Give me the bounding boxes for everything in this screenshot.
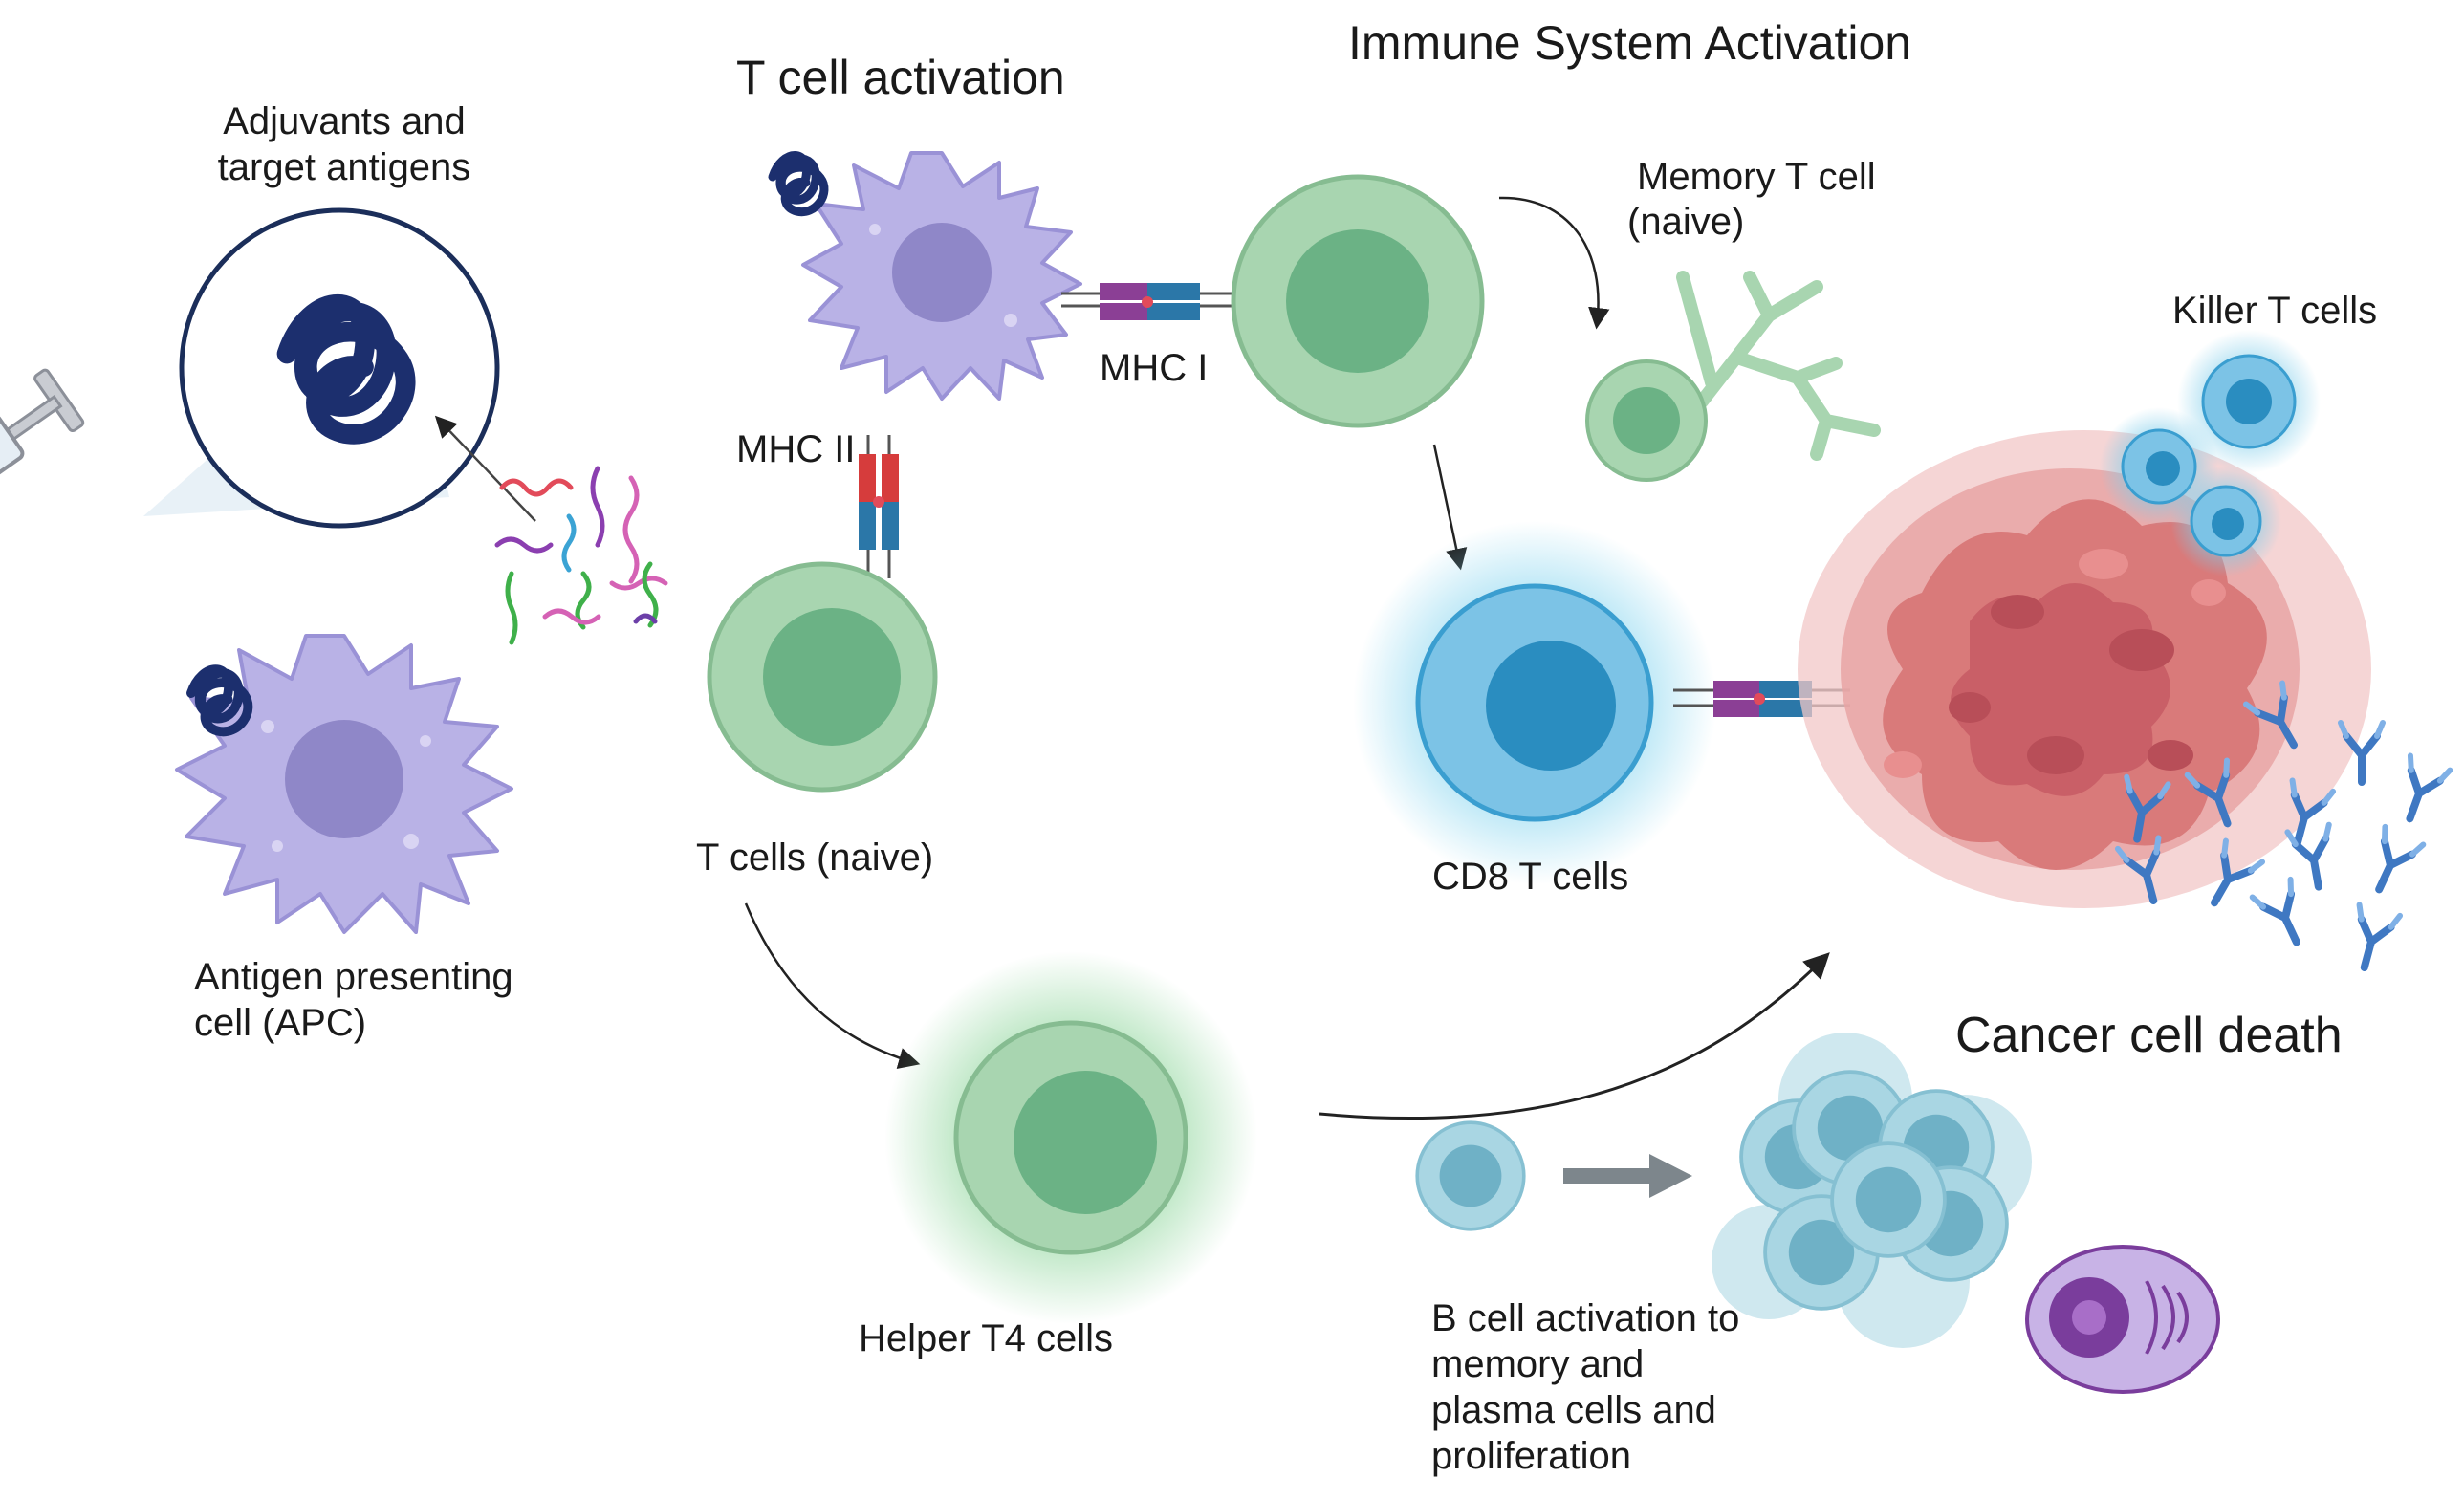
title-immune-system-activation: Immune System Activation xyxy=(1348,16,1911,70)
tumor-icon xyxy=(1798,430,2371,908)
label-b-cell-line2: memory and xyxy=(1431,1343,1644,1385)
antigen-coil-icon xyxy=(191,669,248,731)
antigen-magnified-circle xyxy=(179,207,500,529)
plasma-cell xyxy=(2025,1245,2220,1394)
label-memory-t-line1: Memory T cell xyxy=(1637,156,1876,198)
label-b-cell-line1: B cell activation to xyxy=(1431,1297,1739,1339)
receptor-icon xyxy=(1061,283,1243,320)
label-killer-t: Killer T cells xyxy=(2172,290,2377,332)
t-cell-top xyxy=(1231,174,1485,428)
arrow-b-cell-proliferation xyxy=(1563,1154,1692,1198)
label-adjuvants-line2: target antigens xyxy=(218,146,471,188)
memory-t-cell xyxy=(1585,271,1881,482)
apc-cell xyxy=(175,634,513,934)
antigen-coil-icon-2 xyxy=(773,156,824,212)
antigen-arrow xyxy=(434,415,536,522)
label-b-cell-line3: plasma cells and xyxy=(1431,1389,1716,1431)
receptor-icon-mhc-ii xyxy=(859,435,899,578)
b-cell-cluster xyxy=(1712,1033,2032,1348)
label-b-cell-line4: proliferation xyxy=(1431,1435,1631,1477)
label-mhc-ii: MHC II xyxy=(736,428,855,470)
label-mhc-i: MHC I xyxy=(1100,347,1208,389)
label-helper-t4: Helper T4 cells xyxy=(859,1317,1113,1359)
t-cell-naive xyxy=(707,561,938,793)
label-apc-line1: Antigen presenting xyxy=(194,956,513,998)
helper-t4-cell xyxy=(884,951,1257,1324)
b-cell xyxy=(1415,1120,1526,1231)
label-t-cells-naive: T cells (naive) xyxy=(696,837,933,879)
title-t-cell-activation: T cell activation xyxy=(736,51,1065,104)
label-apc-line2: cell (APC) xyxy=(194,1002,366,1044)
label-memory-t-line2: (naive) xyxy=(1627,201,1744,243)
arrow-to-memory xyxy=(1498,196,1610,330)
apc-cell-activation xyxy=(801,151,1082,401)
label-cd8: CD8 T cells xyxy=(1432,856,1628,898)
killer-t-cells xyxy=(2100,330,2321,576)
peptide-squiggles xyxy=(494,466,668,645)
cd8-t-cell xyxy=(1353,521,1716,884)
arrow-naive-to-helper xyxy=(744,902,921,1069)
label-adjuvants-line1: Adjuvants and xyxy=(223,100,466,142)
arrow-helper-to-tumor xyxy=(1319,952,1830,1120)
title-cancer-cell-death: Cancer cell death xyxy=(1955,1008,2343,1063)
